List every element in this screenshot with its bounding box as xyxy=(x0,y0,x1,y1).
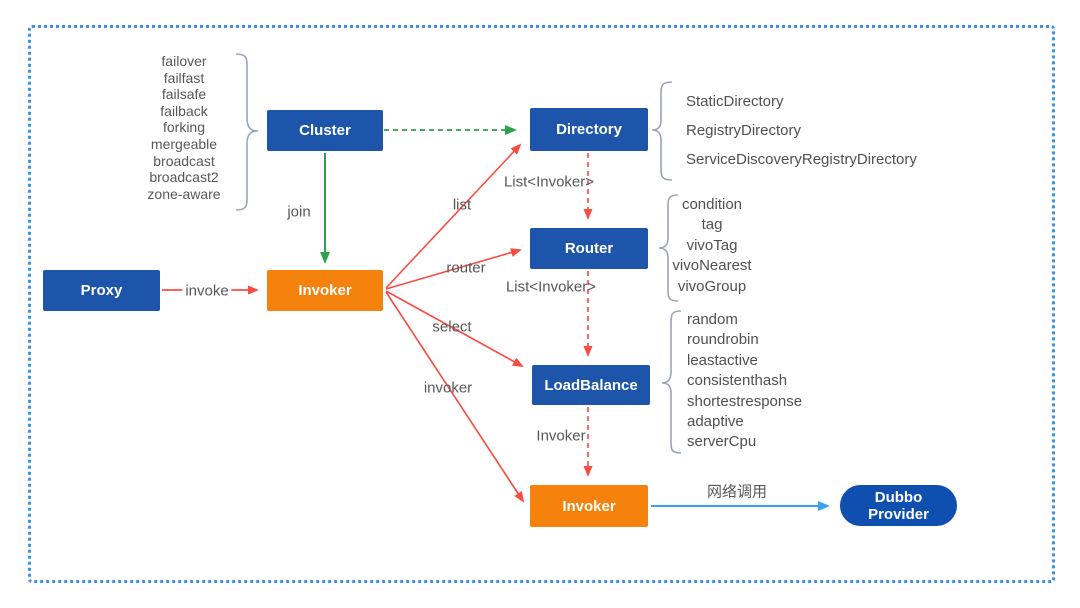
list-item: adaptive xyxy=(687,413,744,431)
list-item: leastactive xyxy=(687,351,758,369)
list-item: StaticDirectory xyxy=(686,93,784,110)
edge-label-select: select xyxy=(432,318,472,336)
edge-label-list: list xyxy=(452,196,472,214)
node-router-label: Router xyxy=(564,240,614,257)
node-proxy[interactable]: Proxy xyxy=(43,270,160,311)
list-item: tag xyxy=(701,216,723,234)
node-directory[interactable]: Directory xyxy=(530,108,648,151)
list-item: vivoNearest xyxy=(672,257,752,275)
edge-label-invoke: invoke xyxy=(182,282,232,300)
list-item: vivoTag xyxy=(686,236,738,254)
list-item: roundrobin xyxy=(687,331,759,349)
list-item: forking xyxy=(162,119,206,136)
loadbalance-impl-list: random roundrobin leastactive consistent… xyxy=(687,310,802,453)
node-invoker-bottom[interactable]: Invoker xyxy=(530,485,648,527)
node-dubbo-provider[interactable]: Dubbo Provider xyxy=(840,485,957,526)
list-item: condition xyxy=(681,196,743,213)
list-item: broadcast xyxy=(153,152,215,169)
list-item: random xyxy=(687,311,738,328)
cluster-strategy-list: failover failfast failsafe failback fork… xyxy=(130,53,238,202)
node-provider-line1: Dubbo xyxy=(874,488,923,506)
list-item: broadcast2 xyxy=(149,169,219,186)
edge-label-invoker-out: Invoker xyxy=(536,427,586,445)
node-provider-line2: Provider xyxy=(868,505,929,523)
list-item: vivoGroup xyxy=(677,277,747,295)
edge-label-network-call: 网络调用 xyxy=(706,483,768,501)
edge-label-router: router xyxy=(446,259,486,277)
list-item: zone-aware xyxy=(147,185,221,202)
list-item: shortestresponse xyxy=(687,392,803,410)
edge-label-invoker: invoker xyxy=(423,379,473,397)
edge-label-list-invoker-top: List<Invoker> xyxy=(503,173,595,191)
node-invoker-mid[interactable]: Invoker xyxy=(267,270,383,311)
edge-label-list-invoker-mid: List<Invoker> xyxy=(505,278,597,296)
list-item: serverCpu xyxy=(687,433,757,451)
list-item: failover xyxy=(161,53,207,69)
node-loadbalance[interactable]: LoadBalance xyxy=(532,365,650,405)
node-router[interactable]: Router xyxy=(530,228,648,269)
list-item: ServiceDiscoveryRegistryDirectory xyxy=(686,151,917,168)
node-cluster[interactable]: Cluster xyxy=(267,110,383,151)
directory-impl-list: StaticDirectory RegistryDirectory Servic… xyxy=(686,87,917,174)
diagram-border xyxy=(28,25,1055,583)
list-item: failsafe xyxy=(161,86,207,103)
list-item: consistenthash xyxy=(687,372,788,390)
node-loadbalance-label: LoadBalance xyxy=(544,376,638,394)
list-item: failfast xyxy=(163,69,205,86)
node-proxy-label: Proxy xyxy=(80,282,123,299)
node-invoker-mid-label: Invoker xyxy=(298,282,352,299)
node-invoker-bottom-label: Invoker xyxy=(562,497,616,515)
list-item: failback xyxy=(160,102,208,119)
node-directory-label: Directory xyxy=(556,121,622,138)
list-item: mergeable xyxy=(150,135,218,152)
router-impl-list: condition tag vivoTag vivoNearest vivoGr… xyxy=(655,195,769,297)
edge-label-join: join xyxy=(287,203,311,221)
node-cluster-label: Cluster xyxy=(299,122,351,139)
list-item: RegistryDirectory xyxy=(686,122,802,139)
